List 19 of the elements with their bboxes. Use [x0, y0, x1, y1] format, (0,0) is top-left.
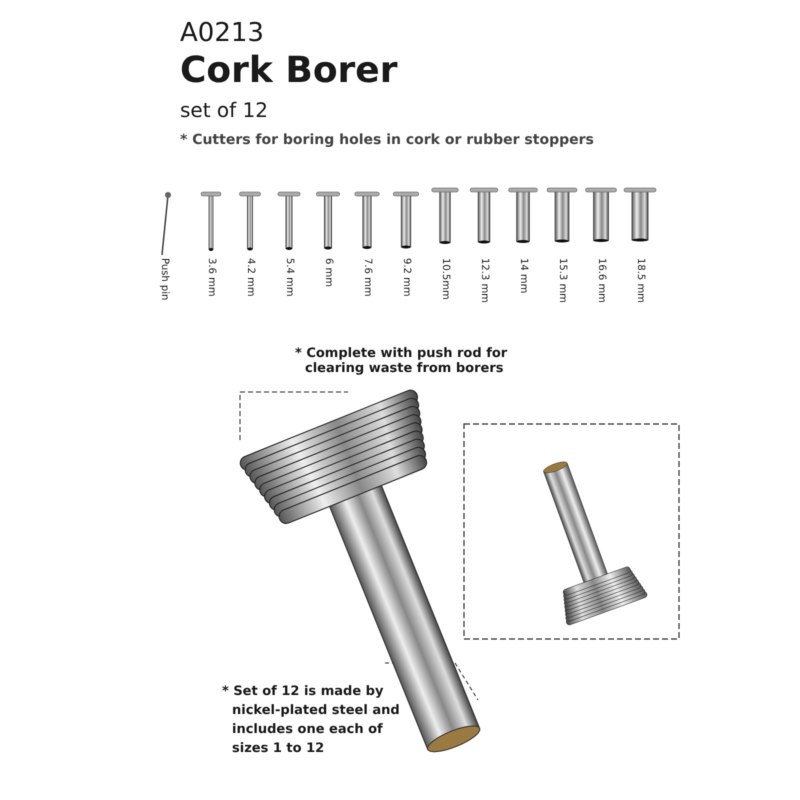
size-label: 15.3 mm	[557, 258, 568, 303]
size-label: 4.2 mm	[245, 258, 256, 297]
size-label: Push pin	[159, 258, 170, 300]
note: * Complete with push rod for clearing waste from borers	[295, 346, 508, 376]
size-label: 7.6 mm	[362, 258, 373, 297]
subtitle: set of 12	[180, 98, 268, 122]
size-label: 18.5 mm	[635, 258, 646, 303]
title: Cork Borer	[180, 50, 398, 91]
note: * Cutters for boring holes in cork or rubber stoppers	[180, 132, 594, 148]
size-label: 9.2 mm	[401, 258, 412, 297]
size-label: 5.4 mm	[284, 258, 295, 297]
product-code: A0213	[180, 18, 264, 48]
size-label: 3.6 mm	[206, 258, 217, 297]
size-label: 12.3 mm	[479, 258, 490, 303]
note: * Set of 12 is made by nickel-plated steel and includes one each of sizes 1 to 12	[222, 683, 401, 758]
size-label: 14 mm	[518, 258, 529, 294]
size-label: 6 mm	[323, 258, 334, 288]
size-label: 16.6 mm	[596, 258, 607, 303]
size-label: 10.5mm	[440, 258, 451, 300]
